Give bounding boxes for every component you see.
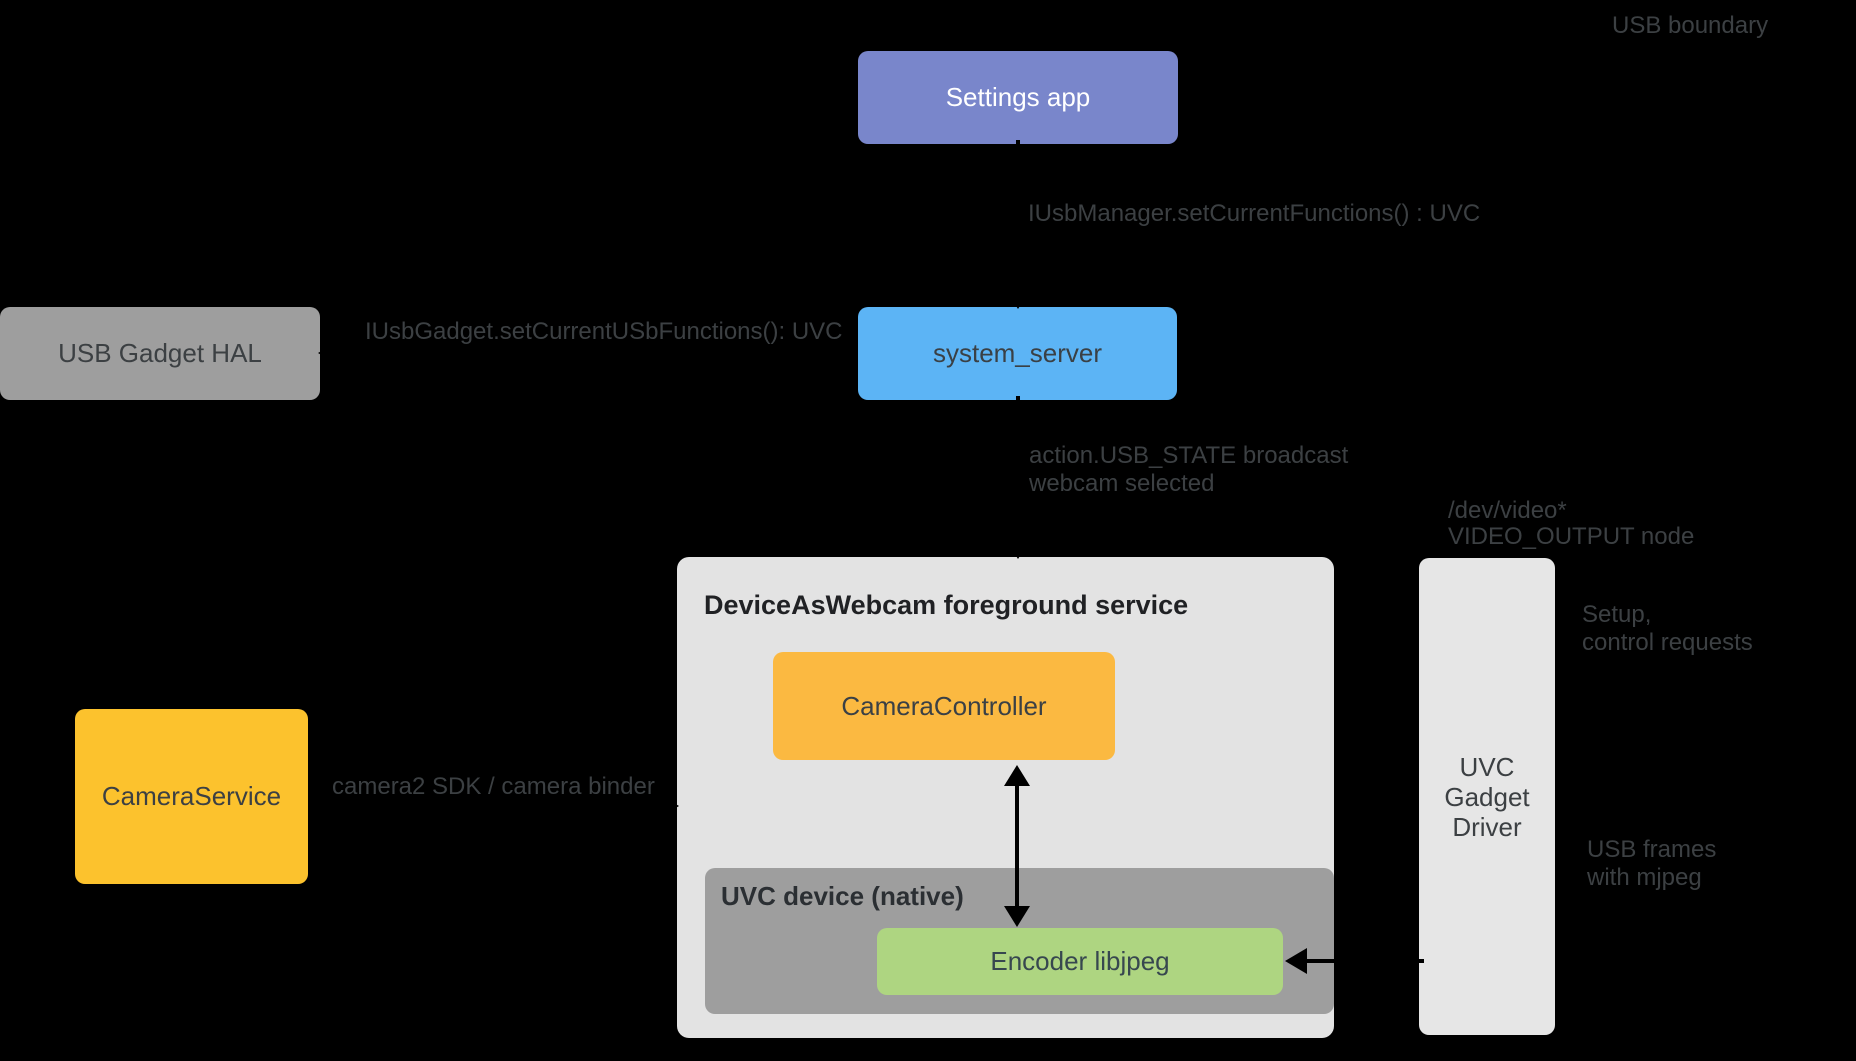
setup-control-requests-label: Setup,control requests — [1582, 601, 1753, 657]
uvc-gadget-driver-line3: Driver — [1452, 811, 1522, 842]
camera2-sdk-label: camera2 SDK / camera binder — [332, 773, 655, 800]
setup-line2: control requests — [1582, 629, 1753, 656]
arrowhead-systemserver-to-service — [1005, 538, 1031, 559]
camera-service-label: CameraService — [101, 781, 282, 811]
encoder-label: Encoder libjpeg — [990, 946, 1170, 976]
usb-state-line1: action.USB_STATE broadcast — [1029, 442, 1349, 469]
dev-video-node-label: /dev/video*VIDEO_OUTPUT node — [1448, 498, 1694, 550]
uvc-gadget-driver-line2: Gadget — [1444, 781, 1530, 812]
arrowhead-settings-to-systemserver — [1005, 288, 1031, 309]
node-camera-controller: CameraController — [773, 652, 1115, 760]
iusbgadget-call-label: IUsbGadget.setCurrentUSbFunctions(): UVC — [365, 318, 843, 345]
node-encoder-libjpeg: Encoder libjpeg — [877, 928, 1283, 995]
iusbmanager-call-label: IUsbManager.setCurrentFunctions() : UVC — [1028, 200, 1481, 227]
node-uvc-device: UVC device (native) Encoder libjpeg — [705, 868, 1334, 1014]
arrowhead-cameraservice-to-service — [657, 793, 679, 819]
usb-frames-line2: with mjpeg — [1587, 864, 1702, 891]
camera-controller-label: CameraController — [841, 690, 1047, 721]
node-settings-app: Settings app — [858, 51, 1178, 144]
settings-app-label: Settings app — [945, 82, 1091, 112]
node-system-server: system_server — [858, 307, 1177, 400]
node-uvc-gadget-driver: UVC Gadget Driver — [1419, 558, 1555, 1035]
dev-video-line2: VIDEO_OUTPUT node — [1448, 523, 1695, 550]
uvc-device-title: UVC device (native) — [721, 881, 964, 911]
usb-boundary-label: USB boundary — [1612, 12, 1769, 39]
dev-video-line1: /dev/video* — [1448, 497, 1567, 524]
system-server-label: system_server — [932, 338, 1103, 368]
node-camera-service: CameraService — [75, 709, 308, 884]
usb-frames-line1: USB frames — [1587, 836, 1717, 863]
usb-gadget-hal-label: USB Gadget HAL — [58, 338, 262, 368]
uvc-gadget-driver-line1: UVC — [1459, 751, 1515, 782]
arrowhead-systemserver-to-hal — [318, 340, 340, 366]
node-usb-gadget-hal: USB Gadget HAL — [0, 307, 320, 400]
node-foreground-service: DeviceAsWebcam foreground service Camera… — [677, 557, 1334, 1038]
usb-state-line2: webcam selected — [1029, 470, 1215, 497]
foreground-service-title: DeviceAsWebcam foreground service — [704, 590, 1189, 620]
setup-line1: Setup, — [1582, 601, 1652, 628]
